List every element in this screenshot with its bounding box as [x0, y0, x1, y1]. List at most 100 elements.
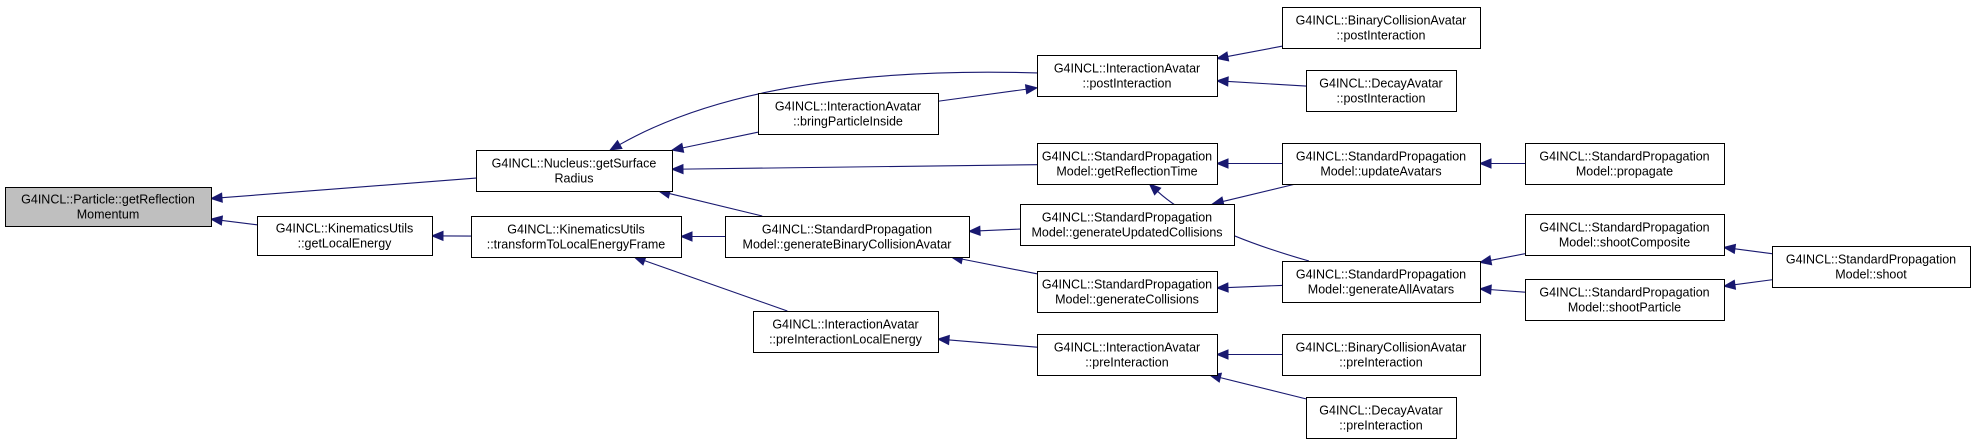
- node-spm-genall[interactable]: G4INCL::StandardPropagationModel::genera…: [1282, 261, 1481, 303]
- arrowhead-spm_shootpart-to-spm_genall: [1478, 284, 1492, 295]
- node-box: [1525, 214, 1725, 256]
- node-label-line: G4INCL::Nucleus::getSurface: [492, 157, 657, 171]
- node-ia-bring[interactable]: G4INCL::InteractionAvatar::bringParticle…: [758, 93, 939, 135]
- node-ia-preloc[interactable]: G4INCL::InteractionAvatar::preInteractio…: [753, 311, 939, 353]
- node-label-line: G4INCL::InteractionAvatar: [775, 100, 921, 114]
- edge-spm_gencol-to-spm_genbin: [962, 258, 1038, 275]
- arrowhead-ia_bring-to-ia_post: [1024, 84, 1039, 95]
- node-box: [471, 216, 682, 258]
- edge-spm_genupd-to-spm_genbin: [979, 228, 1021, 232]
- node-label-line: ::postInteraction: [1337, 29, 1426, 43]
- edge-spm_shoot-to-spm_shootpart: [1734, 279, 1773, 286]
- edge-spm_update-to-spm_genupd: [1222, 183, 1296, 202]
- node-label-line: G4INCL::StandardPropagation: [1042, 150, 1212, 164]
- edge-ia_preloc-to-kin_frame: [644, 260, 788, 312]
- arrowhead-spm_refl-to-nucleus: [670, 163, 684, 175]
- node-label-line: ::bringParticleInside: [793, 115, 903, 129]
- edge-spm_shootcomp-to-spm_genall: [1490, 253, 1526, 261]
- graph-edges: [209, 45, 1773, 400]
- node-spm-gencol[interactable]: G4INCL::StandardPropagationModel::genera…: [1037, 271, 1218, 313]
- edge-ia_bring-to-ia_post: [937, 88, 1027, 102]
- node-box: [1037, 143, 1218, 185]
- node-ia-post[interactable]: G4INCL::InteractionAvatar::postInteracti…: [1037, 55, 1218, 97]
- node-spm-update[interactable]: G4INCL::StandardPropagationModel::update…: [1282, 143, 1481, 185]
- arrowhead-bca_post-to-ia_post: [1215, 51, 1230, 62]
- node-label-line: G4INCL::StandardPropagation: [1042, 211, 1212, 225]
- node-da-post[interactable]: G4INCL::DecayAvatar::postInteraction: [1306, 70, 1457, 112]
- node-spm-genbin[interactable]: G4INCL::StandardPropagationModel::genera…: [725, 216, 970, 258]
- node-da-pre[interactable]: G4INCL::DecayAvatar::preInteraction: [1306, 397, 1457, 439]
- arrowhead-kin_local-to-root: [209, 215, 224, 226]
- arrowhead-spm_genall-to-spm_refl: [1148, 183, 1162, 196]
- edge-da_pre-to-ia_pre: [1220, 377, 1307, 400]
- edge-ia_post-to-nucleus: [619, 71, 1038, 146]
- node-box: [257, 216, 433, 256]
- edge-spm_shootpart-to-spm_genall: [1490, 289, 1526, 293]
- node-spm-propagate[interactable]: G4INCL::StandardPropagationModel::propag…: [1525, 143, 1725, 185]
- node-label-line: G4INCL::BinaryCollisionAvatar: [1296, 341, 1467, 355]
- node-label-line: Model::generateUpdatedCollisions: [1031, 226, 1222, 240]
- arrowhead-da_post-to-ia_post: [1215, 76, 1229, 87]
- node-bca-post[interactable]: G4INCL::BinaryCollisionAvatar::postInter…: [1282, 7, 1481, 49]
- node-spm-shootcomp[interactable]: G4INCL::StandardPropagationModel::shootC…: [1525, 214, 1725, 256]
- node-box: [758, 93, 939, 135]
- arrowhead-spm_update-to-spm_refl: [1215, 158, 1229, 169]
- node-kin-frame[interactable]: G4INCL::KinematicsUtils::transformToLoca…: [471, 216, 682, 258]
- node-label-line: G4INCL::StandardPropagation: [762, 223, 932, 237]
- node-spm-genupd[interactable]: G4INCL::StandardPropagationModel::genera…: [1020, 204, 1235, 246]
- node-box: [1020, 204, 1235, 246]
- node-box: [1037, 334, 1218, 376]
- node-label-line: G4INCL::StandardPropagation: [1296, 150, 1466, 164]
- node-box: [1037, 55, 1218, 97]
- node-box: [753, 311, 939, 353]
- node-label-line: ::postInteraction: [1337, 92, 1426, 106]
- node-label-line: Model::shootParticle: [1568, 301, 1681, 315]
- node-bca-pre[interactable]: G4INCL::BinaryCollisionAvatar::preIntera…: [1282, 334, 1481, 376]
- edge-spm_shoot-to-spm_shootcomp: [1734, 248, 1773, 255]
- node-box: [1525, 279, 1725, 321]
- arrowhead-spm_genbin-to-kin_frame: [679, 231, 693, 242]
- arrowhead-kin_frame-to-kin_local: [430, 230, 444, 242]
- node-box: [1282, 261, 1481, 303]
- edge-nucleus-to-root: [221, 177, 477, 199]
- edge-ia_pre-to-ia_preloc: [948, 339, 1038, 348]
- node-label-line: Radius: [555, 172, 594, 186]
- node-box: [1282, 143, 1481, 185]
- arrowhead-spm_shoot-to-spm_shootcomp: [1722, 243, 1737, 255]
- node-label-line: G4INCL::StandardPropagation: [1042, 278, 1212, 292]
- arrowhead-ia_post-to-nucleus: [608, 139, 623, 151]
- node-label-line: G4INCL::DecayAvatar: [1319, 404, 1442, 418]
- node-box: [476, 150, 673, 192]
- arrowhead-spm_shootcomp-to-spm_genall: [1478, 255, 1493, 266]
- node-label-line: Momentum: [77, 208, 140, 222]
- arrowhead-bca_pre-to-ia_pre: [1215, 349, 1229, 360]
- arrowhead-spm_shoot-to-spm_shootpart: [1722, 279, 1737, 290]
- node-label-line: G4INCL::BinaryCollisionAvatar: [1296, 14, 1467, 28]
- node-box: [1282, 334, 1481, 376]
- node-spm-refl[interactable]: G4INCL::StandardPropagationModel::getRef…: [1037, 143, 1218, 185]
- node-label-line: G4INCL::StandardPropagation: [1539, 150, 1709, 164]
- edge-spm_genbin-to-nucleus: [669, 193, 763, 217]
- node-label-line: G4INCL::InteractionAvatar: [1054, 341, 1200, 355]
- arrowhead-nucleus-to-root: [209, 192, 223, 203]
- node-ia-pre[interactable]: G4INCL::InteractionAvatar::preInteractio…: [1037, 334, 1218, 376]
- arrowhead-ia_pre-to-ia_preloc: [936, 334, 950, 346]
- node-label-line: Model::getReflectionTime: [1056, 165, 1197, 179]
- node-kin-local[interactable]: G4INCL::KinematicsUtils::getLocalEnergy: [257, 216, 433, 256]
- node-box: [1772, 246, 1971, 288]
- node-spm-shootpart[interactable]: G4INCL::StandardPropagationModel::shootP…: [1525, 279, 1725, 321]
- node-box: [5, 187, 212, 227]
- node-label-line: ::preInteraction: [1085, 356, 1168, 370]
- node-label-line: ::postInteraction: [1083, 77, 1172, 91]
- node-label-line: Model::generateAllAvatars: [1308, 283, 1454, 297]
- node-label-line: G4INCL::InteractionAvatar: [772, 318, 918, 332]
- node-label-line: Model::shootComposite: [1559, 236, 1690, 250]
- edge-ia_bring-to-nucleus: [682, 131, 759, 149]
- node-label-line: G4INCL::Particle::getReflection: [21, 193, 195, 207]
- node-label-line: G4INCL::InteractionAvatar: [1054, 62, 1200, 76]
- node-label-line: Model::propagate: [1576, 165, 1673, 179]
